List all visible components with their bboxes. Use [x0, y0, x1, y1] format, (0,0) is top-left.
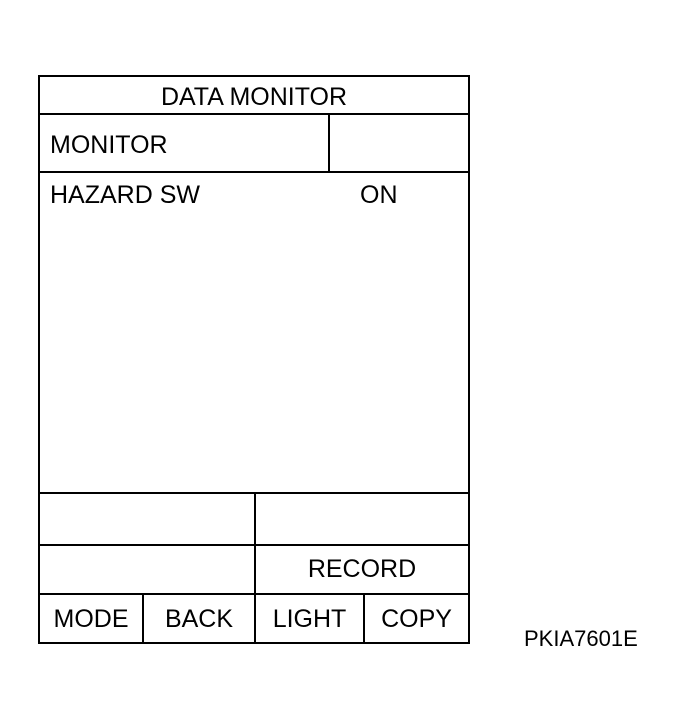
header-divider: [40, 113, 468, 115]
monitor-row-divider: [328, 113, 330, 171]
mode-button[interactable]: MODE: [53, 605, 129, 633]
light-button[interactable]: LIGHT: [272, 605, 347, 633]
copy-button[interactable]: COPY: [381, 605, 452, 633]
monitor-label: MONITOR: [50, 131, 168, 159]
monitor-row-bottom: [40, 171, 468, 173]
data-monitor-screen: DATA MONITOR MONITOR HAZARD SW ON RECORD…: [38, 75, 470, 644]
record-button[interactable]: RECORD: [307, 555, 417, 583]
button-divider-3: [363, 593, 365, 644]
status-row-1-right: [256, 494, 468, 544]
item-value: ON: [360, 181, 398, 209]
status-row-1-left: [40, 494, 254, 544]
button-divider-1: [142, 593, 144, 644]
status-row-2-divider: [254, 544, 256, 593]
back-button[interactable]: BACK: [164, 605, 234, 633]
item-name: HAZARD SW: [50, 181, 200, 209]
button-divider-2: [254, 593, 256, 644]
figure-code: PKIA7601E: [524, 626, 638, 651]
status-row-2-left: [40, 546, 254, 593]
page-title: DATA MONITOR: [160, 83, 348, 111]
status-row-1-divider: [254, 492, 256, 544]
